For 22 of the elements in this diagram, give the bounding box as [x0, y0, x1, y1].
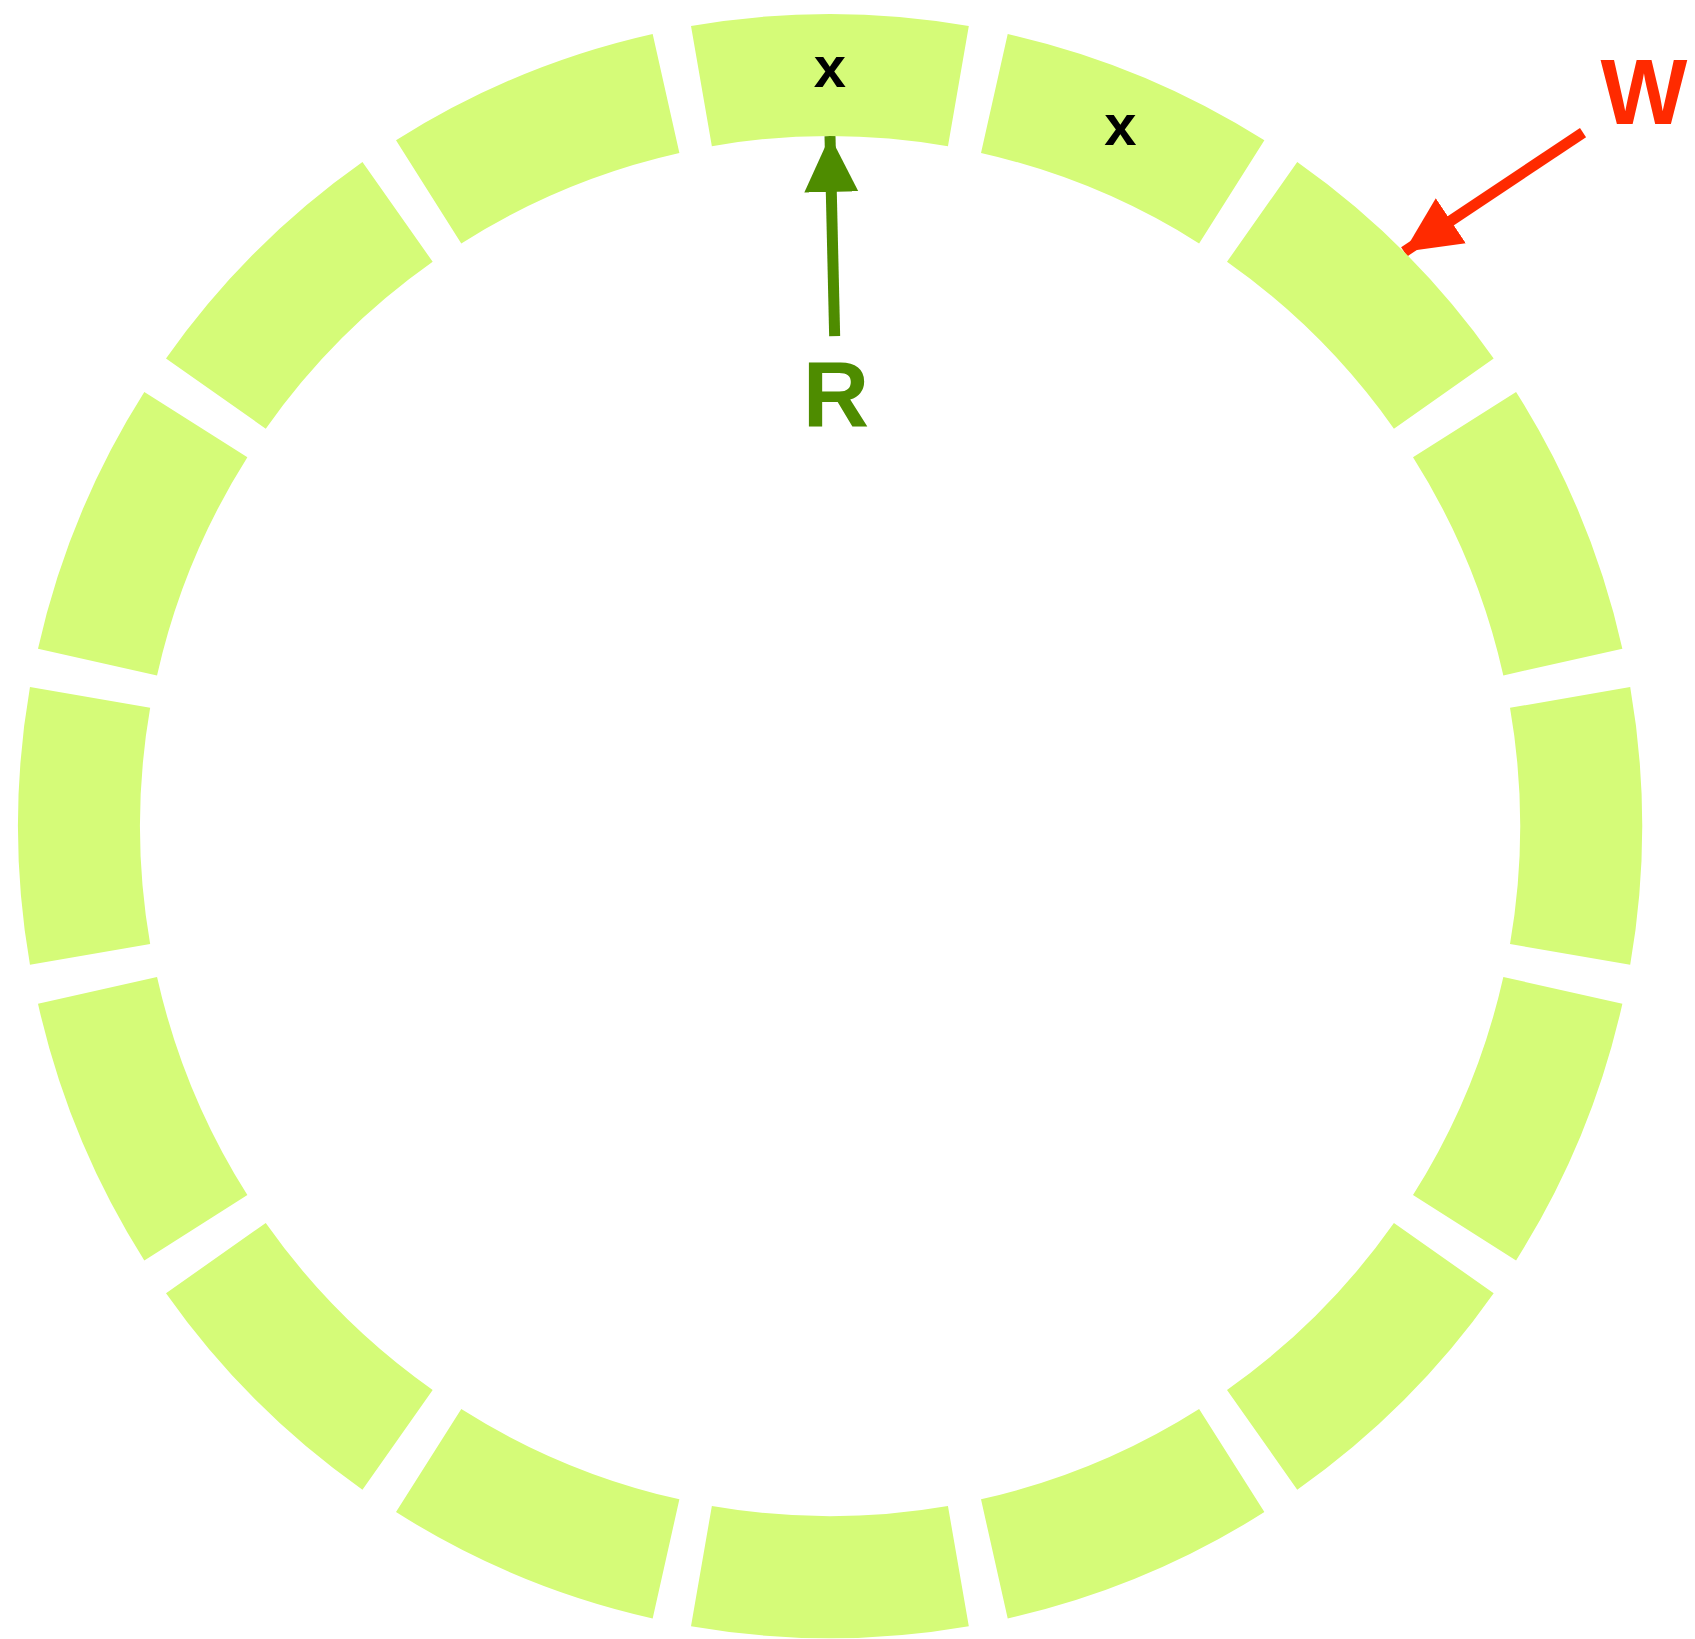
ring-segment — [1227, 162, 1494, 429]
ring-segment — [1412, 977, 1623, 1261]
ring-segment — [981, 33, 1265, 244]
pointer-label: W — [1598, 52, 1690, 132]
ring-segment — [691, 1505, 969, 1638]
ring-segment — [395, 33, 679, 244]
segment-label: x — [1104, 95, 1137, 154]
pointer-label: R — [801, 354, 871, 434]
ring-segment — [1412, 391, 1623, 675]
arrow — [804, 135, 859, 337]
ring-segment — [395, 1408, 679, 1619]
ring-segment — [37, 977, 248, 1261]
ring-segment — [1227, 1223, 1494, 1490]
ring-segment — [691, 14, 969, 147]
ring-segment — [981, 1408, 1265, 1619]
ring-segment — [166, 1223, 433, 1490]
segment-label: x — [813, 38, 847, 96]
ring-segment — [37, 391, 248, 675]
arrow — [1401, 128, 1587, 257]
ring-segment — [1509, 687, 1642, 965]
ring-segment — [18, 687, 151, 965]
ring-segment — [166, 162, 433, 429]
